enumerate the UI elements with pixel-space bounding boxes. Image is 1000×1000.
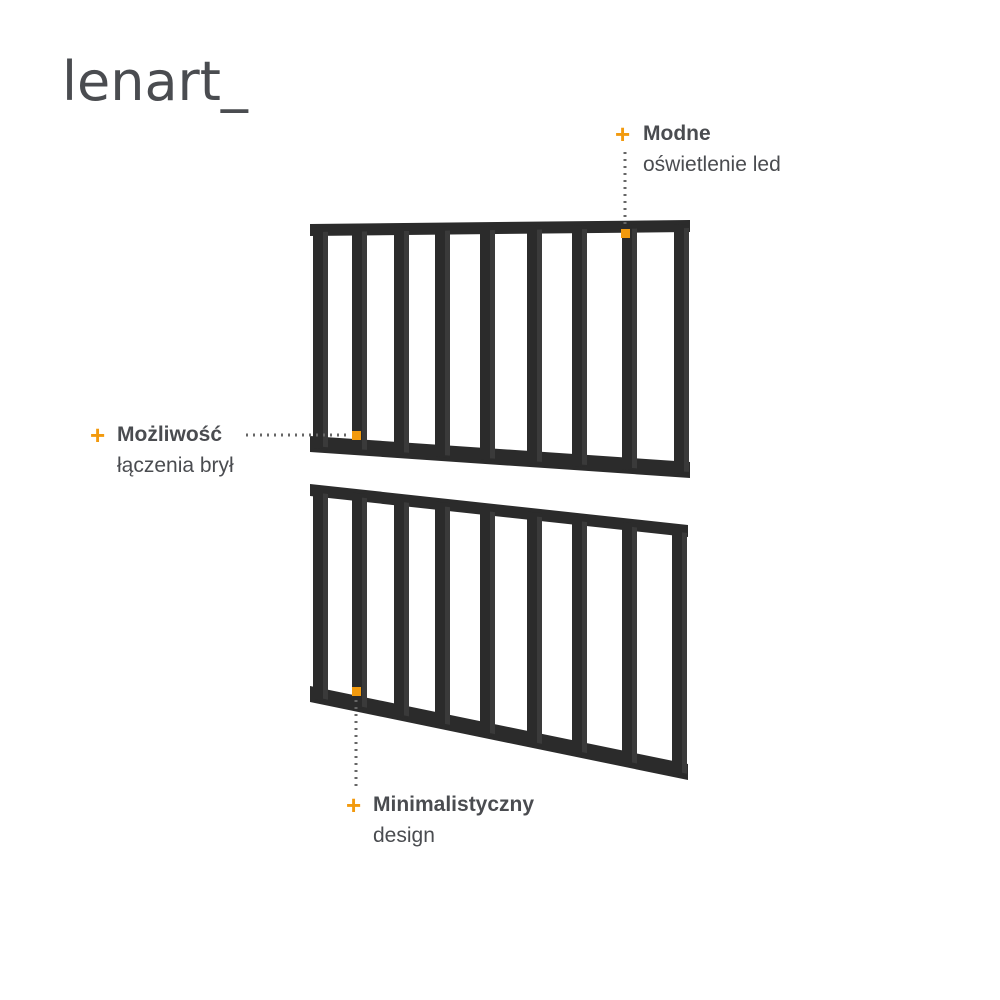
callout-title: Modne xyxy=(643,122,711,145)
upper-frame-post-edge xyxy=(323,231,328,448)
lower-frame-post-edge xyxy=(632,526,637,764)
callout-subtitle: design xyxy=(373,824,435,847)
lower-frame-post-edge xyxy=(323,493,328,700)
plus-icon: + xyxy=(615,119,631,149)
callout-led: Modne oświetlenie led xyxy=(643,118,781,180)
upper-frame-post-edge xyxy=(684,228,689,472)
lower-frame-post-edge xyxy=(445,506,450,725)
lower-frame-post-edge xyxy=(682,532,687,774)
callout-subtitle: łączenia brył xyxy=(117,454,234,477)
upper-frame-post-edge xyxy=(632,228,637,469)
upper-frame-post-edge xyxy=(537,229,542,462)
upper-frame-post-edge xyxy=(362,231,367,450)
lower-frame-top-rail xyxy=(310,484,688,537)
plus-icon: + xyxy=(90,420,106,450)
lower-frame-post-edge xyxy=(537,516,542,744)
upper-frame-post-edge xyxy=(445,230,450,456)
lower-frame-post-edge xyxy=(362,497,367,708)
hotspot-join[interactable] xyxy=(352,431,361,440)
callout-design: Minimalistyczny design xyxy=(373,789,534,851)
upper-frame-post-edge xyxy=(490,230,495,459)
callout-title: Możliwość xyxy=(117,423,223,446)
upper-frame-post-edge xyxy=(582,229,587,465)
lower-frame-post-edge xyxy=(582,521,587,754)
hotspot-design[interactable] xyxy=(352,687,361,696)
lower-frame-post-edge xyxy=(404,502,409,717)
upper-frame-post-edge xyxy=(404,230,409,453)
hotspot-led[interactable] xyxy=(621,229,630,238)
callout-title: Minimalistyczny xyxy=(373,793,535,816)
brand-logo: lenart_ xyxy=(62,50,248,113)
plus-icon: + xyxy=(346,790,362,820)
callout-subtitle: oświetlenie led xyxy=(643,153,781,176)
callout-join: Możliwość łączenia brył xyxy=(117,419,234,481)
lower-frame-post-edge xyxy=(490,511,495,735)
